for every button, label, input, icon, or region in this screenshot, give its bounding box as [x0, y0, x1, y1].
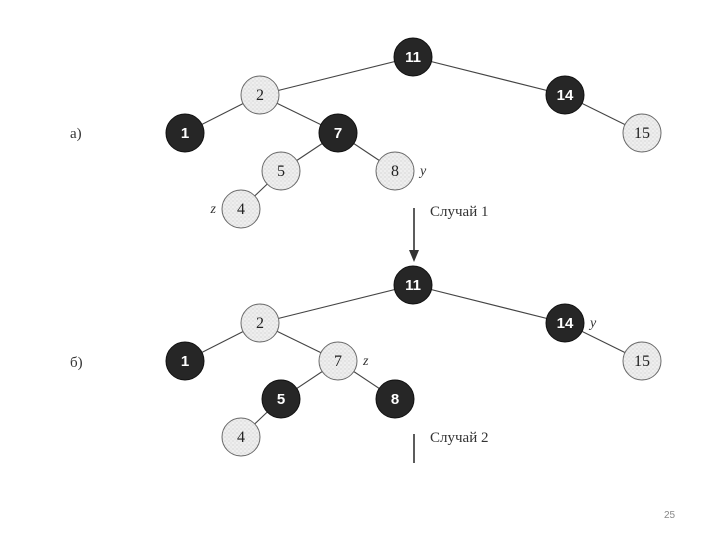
node-key: 8	[391, 163, 399, 180]
node-key: 15	[634, 125, 650, 142]
panel-b-label: б)	[70, 355, 83, 371]
red-node-2: 2	[240, 75, 280, 115]
red-node-2: 2	[240, 303, 280, 343]
tree-panel-a: 11 2 14 1 7 15 5 8 4 y z	[165, 37, 662, 229]
node-key: 14	[557, 315, 574, 332]
black-node-5: 5	[261, 379, 301, 419]
black-node-7: 7	[318, 113, 358, 153]
node-key: 1	[181, 125, 189, 142]
node-key: 5	[277, 163, 285, 180]
red-node-8: 8	[375, 151, 415, 191]
tree-edge	[259, 284, 414, 324]
node-key: 7	[334, 125, 342, 142]
page-number: 25	[664, 510, 676, 521]
black-node-14: 14	[545, 75, 585, 115]
black-node-14: 14	[545, 303, 585, 343]
black-node-1: 1	[165, 113, 205, 153]
black-node-11: 11	[393, 37, 433, 77]
node-key: 11	[405, 49, 421, 66]
red-node-15: 15	[622, 341, 662, 381]
node-key: 11	[405, 277, 421, 294]
pointer-label-y: y	[588, 316, 597, 331]
node-key: 2	[256, 87, 264, 104]
case-1-arrow	[409, 208, 419, 262]
tree-panel-b: 11 2 14 1 7 15 5 8 4 y z	[165, 265, 662, 457]
tree-edge	[412, 56, 566, 96]
tree-edge	[412, 284, 566, 324]
node-key: 5	[277, 391, 285, 408]
red-node-7: 7	[318, 341, 358, 381]
node-key: 4	[237, 429, 245, 446]
case-2-label: Случай 2	[430, 430, 488, 446]
node-key: 8	[391, 391, 399, 408]
pointer-label-y: y	[418, 164, 427, 179]
panel-a-label: а)	[70, 126, 82, 142]
black-node-1: 1	[165, 341, 205, 381]
node-key: 7	[334, 353, 342, 370]
tree-edge	[259, 56, 414, 96]
node-key: 1	[181, 353, 189, 370]
red-node-4: 4	[221, 417, 261, 457]
red-node-5: 5	[261, 151, 301, 191]
node-key: 15	[634, 353, 650, 370]
red-node-4: 4	[221, 189, 261, 229]
pointer-label-z: z	[210, 202, 217, 217]
black-node-11: 11	[393, 265, 433, 305]
pointer-label-z: z	[362, 354, 369, 369]
node-key: 14	[557, 87, 574, 104]
node-key: 2	[256, 315, 264, 332]
black-node-8: 8	[375, 379, 415, 419]
node-key: 4	[237, 201, 245, 218]
red-node-15: 15	[622, 113, 662, 153]
case-1-label: Случай 1	[430, 204, 488, 220]
